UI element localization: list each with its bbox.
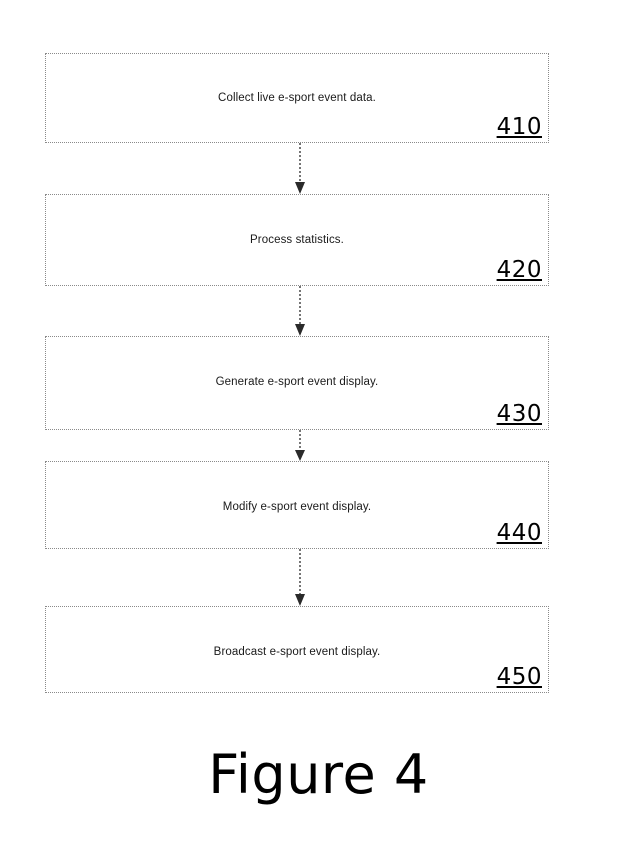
flow-arrow-430-to-440 [293, 430, 307, 461]
reference-numeral: 420 [496, 257, 542, 283]
reference-numeral: 410 [496, 114, 542, 140]
flow-arrow-420-to-430 [293, 286, 307, 336]
process-step-label: Collect live e-sport event data. [218, 92, 376, 104]
reference-numeral: 440 [496, 520, 542, 546]
process-step-box: Modify e-sport event display. 440 [45, 461, 549, 549]
process-step-label: Process statistics. [250, 234, 344, 246]
process-step-label: Generate e-sport event display. [215, 376, 379, 388]
process-step-box: Broadcast e-sport event display. 450 [45, 606, 549, 693]
process-step-label: Broadcast e-sport event display. [213, 646, 381, 658]
flow-arrow-440-to-450 [293, 549, 307, 606]
figure-caption: Figure 4 [208, 743, 429, 806]
process-step-box: Collect live e-sport event data. 410 [45, 53, 549, 143]
process-step-label: Modify e-sport event display. [222, 501, 372, 513]
process-step-box: Generate e-sport event display. 430 [45, 336, 549, 430]
flow-arrow-410-to-420 [293, 143, 307, 194]
reference-numeral: 430 [496, 401, 542, 427]
process-step-box: Process statistics. 420 [45, 194, 549, 286]
reference-numeral: 450 [496, 664, 542, 690]
